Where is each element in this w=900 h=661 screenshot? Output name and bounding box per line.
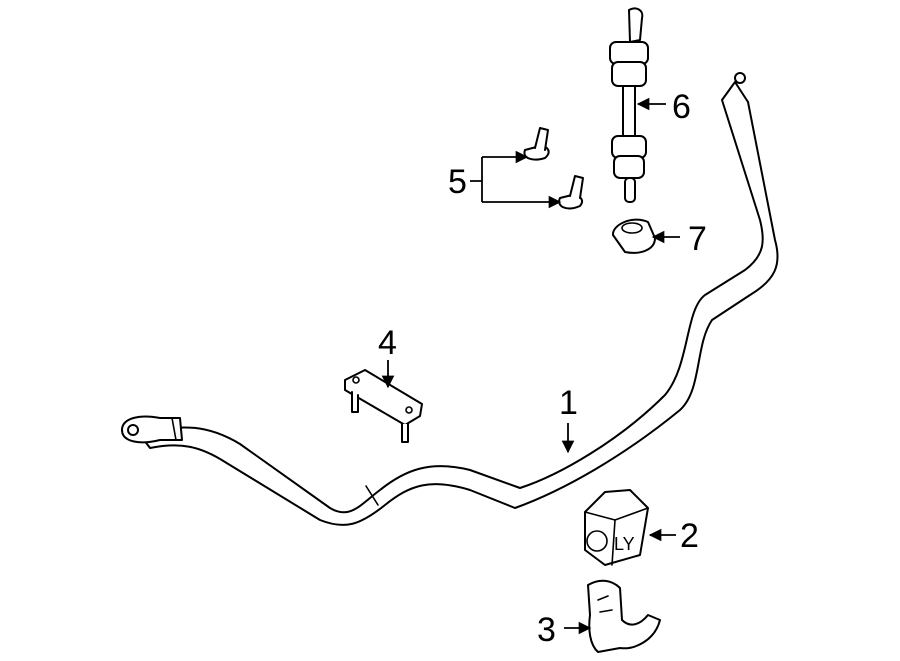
callout-4: 4 — [378, 324, 397, 362]
nut — [612, 218, 656, 254]
bushing: LY — [584, 489, 649, 566]
callout-5: 5 — [448, 163, 467, 201]
mounting-bracket — [344, 369, 423, 443]
stabilizer-bar — [121, 72, 779, 526]
callout-1: 1 — [559, 384, 578, 422]
svg-text:LY: LY — [614, 534, 635, 554]
callout-7: 7 — [688, 220, 707, 258]
stabilizer-link — [609, 7, 649, 203]
callout-2: 2 — [680, 517, 699, 555]
leader-5-bracket — [470, 157, 483, 202]
callout-6: 6 — [672, 88, 691, 126]
leader-lines — [381, 97, 680, 635]
callout-3: 3 — [537, 611, 556, 649]
bolts — [523, 127, 584, 210]
bushing-bracket — [587, 579, 661, 653]
